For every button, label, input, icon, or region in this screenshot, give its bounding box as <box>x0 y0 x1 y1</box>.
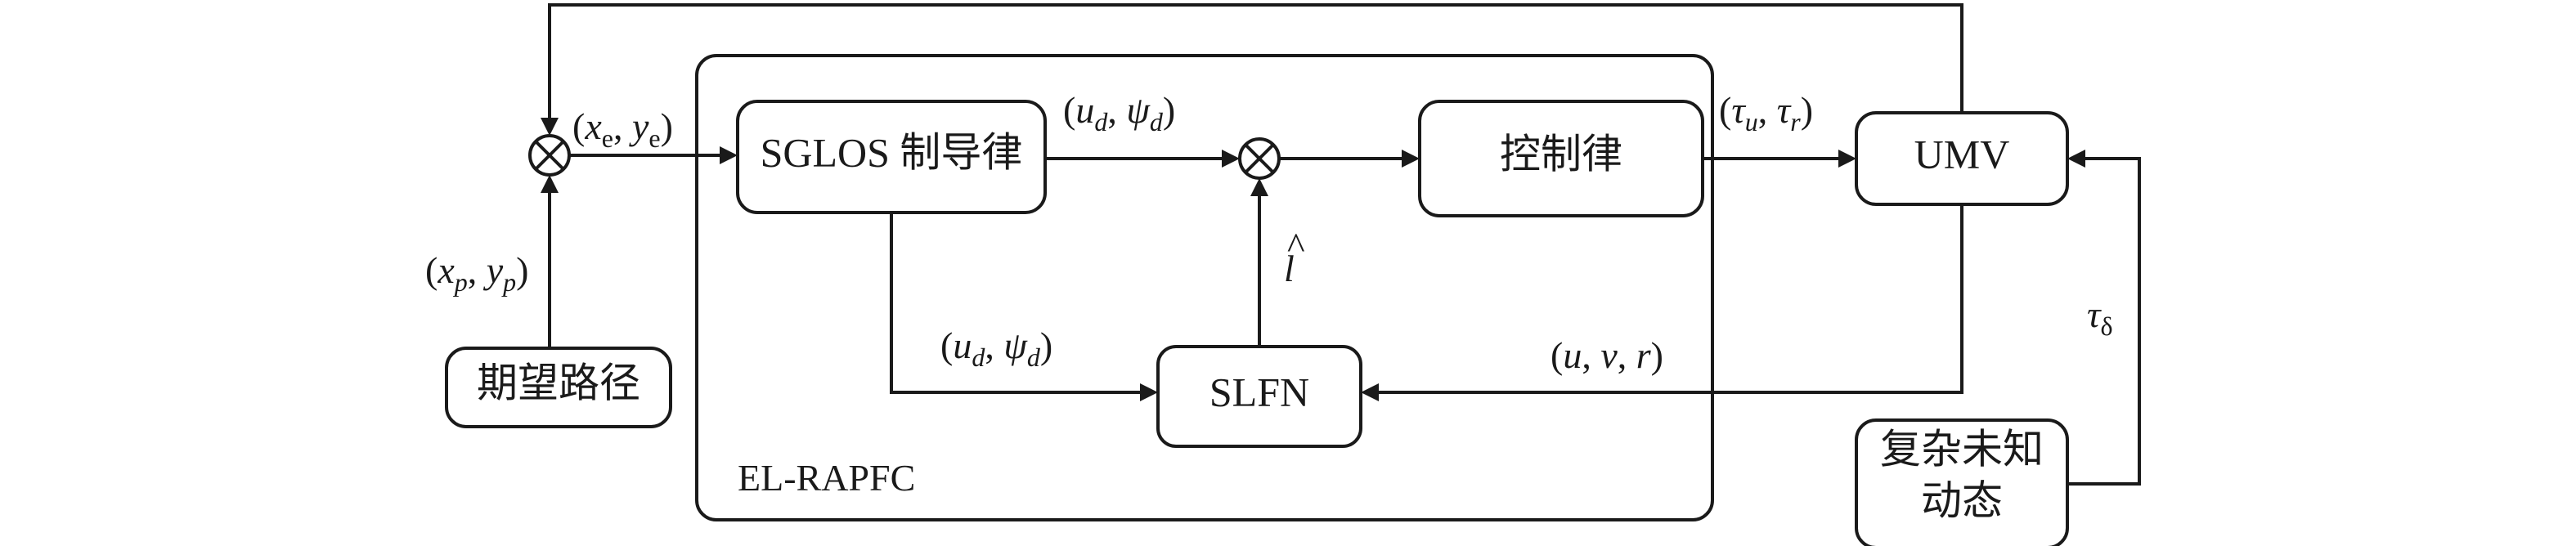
feedback-line-top <box>548 3 1963 123</box>
signal-lhat: l <box>1284 248 1295 289</box>
arrowhead <box>541 118 559 136</box>
desired-path-label: 期望路径 <box>477 360 640 405</box>
arrowhead <box>1140 383 1158 401</box>
umv-to-slfn-line <box>1376 204 1963 394</box>
umv-block: UMV <box>1855 111 2069 206</box>
signal-tau-u-tau-r: (τu, τr) <box>1719 89 1813 136</box>
arrowhead <box>720 146 738 164</box>
unknown-dynamics-block: 复杂未知 动态 <box>1855 418 2069 546</box>
signal-ud-psid-bottom: (ud, ψd) <box>940 324 1052 372</box>
signal-u-v-r: (u, v, r) <box>1551 334 1663 376</box>
disturbance-to-umv-line <box>2067 157 2141 486</box>
signal-tau-delta: τδ <box>2087 293 2113 341</box>
slfn-block: SLFN <box>1156 345 1362 448</box>
slfn-label: SLFN <box>1209 369 1309 414</box>
umv-label: UMV <box>1914 131 2010 177</box>
signal-xp-yp: (xp, yp) <box>425 249 529 297</box>
arrowhead <box>1402 150 1420 168</box>
el-rapfc-label: EL-RAPFC <box>738 457 915 499</box>
arrowhead <box>2067 150 2085 168</box>
sglos-to-slfn-line <box>890 213 1143 394</box>
control-law-block: 控制律 <box>1418 100 1704 217</box>
desired-path-block: 期望路径 <box>445 347 672 428</box>
arrowhead <box>1838 150 1856 168</box>
arrowhead <box>1222 150 1240 168</box>
summing-junction-middle <box>1238 137 1281 180</box>
signal-ud-psid-top: (ud, ψd) <box>1063 89 1175 136</box>
signal-xe-ye: (xe, ye) <box>572 105 673 153</box>
signal-lhat-hat: ^ <box>1287 225 1305 266</box>
arrowhead <box>541 175 559 193</box>
unknown-dynamics-line1: 复杂未知 <box>1880 426 2044 472</box>
sglos-label: SGLOS 制导律 <box>761 129 1023 175</box>
arrowhead <box>1361 383 1379 401</box>
control-law-label: 控制律 <box>1500 131 1622 177</box>
arrowhead <box>1250 178 1268 196</box>
unknown-dynamics-line2: 动态 <box>1921 477 2003 523</box>
summing-junction-left <box>528 134 571 177</box>
sglos-block: SGLOS 制导律 <box>736 100 1047 214</box>
